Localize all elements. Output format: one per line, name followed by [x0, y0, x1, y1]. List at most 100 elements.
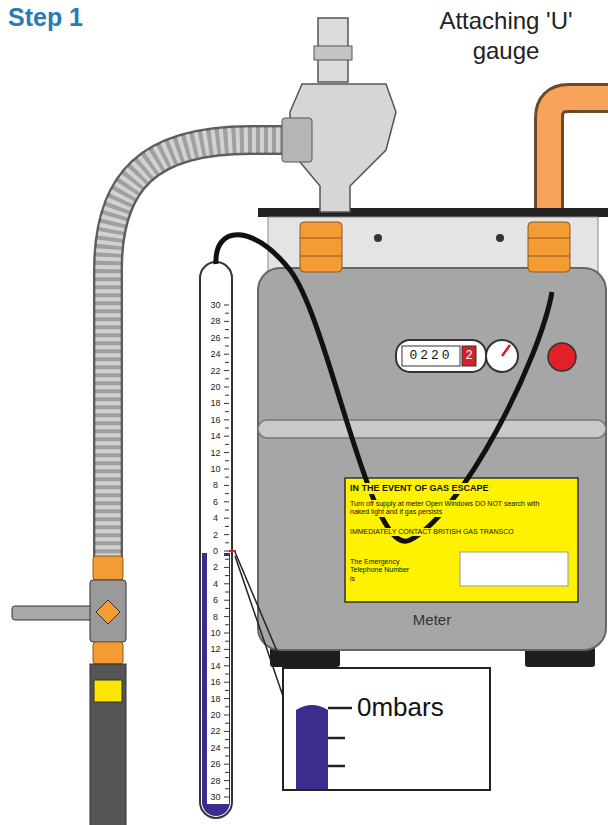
scale-number: 26 [207, 333, 224, 343]
meter-index [402, 346, 460, 366]
scale-tick [225, 444, 229, 445]
step-heading: Attaching 'U' gauge [408, 6, 604, 66]
gauge-hose [216, 235, 552, 541]
scale-tick [225, 395, 229, 396]
scale-number: 30 [207, 792, 224, 802]
scale-number: 22 [207, 726, 224, 736]
meter-top-panel [496, 234, 504, 242]
scale-tick [225, 723, 229, 724]
flexible-hose [282, 118, 312, 162]
scale-tick [225, 624, 229, 625]
warning-text: Turn off supply at meter Open Windows DO… [350, 500, 550, 517]
scale-number: 6 [207, 595, 224, 605]
scale-number: 8 [207, 612, 224, 622]
scale-number: 8 [207, 480, 224, 490]
scale-tick [225, 460, 229, 461]
meter-nut [528, 222, 570, 272]
callout-frame [328, 737, 345, 740]
gas-regulator [290, 18, 396, 212]
meter-nut [300, 222, 570, 272]
meter-dial [486, 340, 518, 372]
meter-name: Meter [258, 611, 606, 629]
scale-tick [225, 788, 229, 789]
scale-tick [225, 641, 229, 642]
scale-number: 6 [207, 497, 224, 507]
scale-tick [225, 772, 229, 773]
scale-tick [225, 608, 229, 609]
warning-label: IN THE EVENT OF GAS ESCAPE Turn off suppl… [345, 478, 578, 602]
scale-tick [225, 428, 229, 429]
meter-dial [486, 340, 518, 372]
warning-text: IMMEDIATELY CONTACT BRITISH GAS TRANSCO [350, 528, 573, 536]
scale-tick [225, 706, 229, 707]
scale-tick [225, 690, 229, 691]
scale-tick [225, 559, 229, 560]
leader-line [235, 552, 285, 702]
scale-tick [225, 739, 229, 740]
scale-number: 28 [207, 316, 224, 326]
meter-top-panel [258, 208, 608, 217]
scale-number: 14 [207, 431, 224, 441]
scale-tick [225, 362, 229, 363]
scale-tick [225, 542, 229, 543]
meter-reading: 0220 [402, 348, 460, 364]
meter-nut [300, 256, 342, 257]
meter-casing [258, 268, 606, 650]
scale-tick [225, 575, 229, 576]
scale-number: 4 [207, 579, 224, 589]
scale-number: 16 [207, 415, 224, 425]
scale-number: 20 [207, 710, 224, 720]
isolation-valve [93, 642, 123, 664]
scale-tick [225, 477, 229, 478]
scale-tick [225, 657, 229, 658]
scale-number: 28 [207, 776, 224, 786]
scale-tick [225, 378, 229, 379]
u-gauge-tube [200, 262, 236, 818]
scale-number: 0 [207, 546, 224, 556]
scale-tick [225, 493, 229, 494]
warning-heading: IN THE EVENT OF GAS ESCAPE [350, 483, 573, 494]
isolation-valve [90, 580, 126, 642]
warning-plate [460, 552, 568, 586]
isolation-valve [93, 556, 123, 580]
meter-nut [528, 238, 570, 239]
callout-frame [328, 707, 352, 710]
scale-number: 24 [207, 349, 224, 359]
warning-plate [345, 478, 578, 602]
scale-number: 2 [207, 562, 224, 572]
meter-top-panel [374, 234, 382, 242]
callout-frame [283, 668, 490, 790]
scale-number: 22 [207, 366, 224, 376]
callout-frame [328, 765, 345, 768]
meter-index [396, 340, 486, 372]
scale-number: 18 [207, 398, 224, 408]
scale-number: 20 [207, 382, 224, 392]
scale-number: 4 [207, 513, 224, 523]
u-gauge-tube [229, 550, 236, 552]
gauge-hose [216, 235, 552, 541]
meter-nut [528, 256, 570, 257]
scale-number: 12 [207, 644, 224, 654]
isolation-valve [94, 680, 122, 702]
scale-tick [225, 510, 229, 511]
meter-index [396, 340, 486, 372]
meter-dial [502, 345, 510, 356]
scale-tick [225, 526, 229, 527]
callout-frame [283, 668, 490, 790]
scale-tick [225, 346, 229, 347]
scale-number: 26 [207, 759, 224, 769]
isolation-valve [96, 600, 120, 624]
scale-number: 18 [207, 694, 224, 704]
isolation-valve [12, 556, 126, 825]
scale-number: 24 [207, 743, 224, 753]
meter-index [462, 346, 476, 366]
callout-frame [296, 705, 328, 789]
scale-number: 14 [207, 661, 224, 671]
meter-casing [258, 268, 606, 650]
warning-plate [345, 478, 578, 602]
meter-nut [300, 222, 342, 272]
scale-number: 10 [207, 464, 224, 474]
emergency-button [548, 343, 576, 371]
warning-text: The Emergency Telephone Number is [350, 558, 412, 583]
